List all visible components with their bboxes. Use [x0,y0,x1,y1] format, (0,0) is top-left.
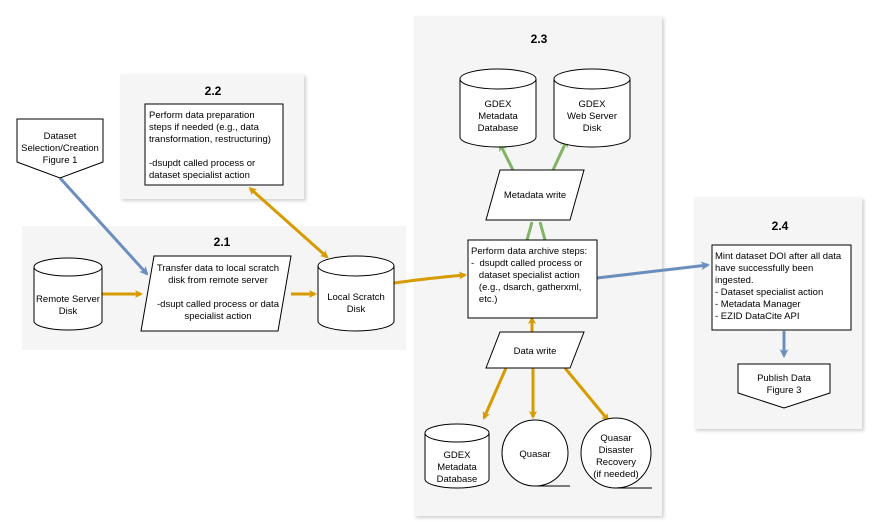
local-scratch-line-1: Local Scratch [327,292,385,303]
dataset-selection-line-1: Dataset [44,131,77,142]
edge-metawrite-to-gdex-web [551,138,569,171]
dataset-selection-line-2: Selection/Creation [21,143,99,154]
data-prep-line-6: dataset specialist action [149,170,250,181]
data-prep-line-2: steps if needed (e.g., data [149,122,260,133]
section-title-2-4: 2.4 [772,219,789,233]
archive-steps-line-5: etc.) [471,294,497,305]
section-title-2-1: 2.1 [214,235,231,249]
data-prep-line-5: -dsupdt called process or [149,158,255,169]
local-scratch-line-2: Disk [347,304,366,315]
dataset-selection-line-3: Figure 1 [43,155,78,166]
quasar-dr-line-3: Recovery [596,457,636,468]
section-title-2-2: 2.2 [205,84,222,98]
edge-datawrite-to-gdex-meta [482,367,508,420]
edge-archive-to-mint [596,261,710,280]
edge-archive-metadata-right [538,221,547,241]
archive-steps-line-3: dataset specialist action [471,270,580,281]
data-write-node: Data write [485,331,585,369]
gdex-meta-bottom-line-1: GDEX [444,450,472,461]
remote-server-disk-line-2: Disk [59,306,78,317]
quasar-dr-line-4: (if needed) [593,469,638,480]
local-scratch-disk-node: Local Scratch Disk [317,255,395,332]
gdex-web-line-3: Disk [583,123,602,134]
archive-steps-node: Perform data archive steps: - dsupdt cal… [467,239,598,319]
mint-doi-line-3: ingested. [715,275,754,286]
gdex-meta-top-line-2: Metadata [478,111,518,122]
data-write-label: Data write [514,346,557,357]
edge-dataset-to-transfer [58,176,149,276]
publish-data-node: Publish Data Figure 3 [737,363,831,409]
gdex-meta-top-line-3: Database [478,123,519,134]
gdex-metadata-db-bottom-node: GDEX Metadata Database [424,423,490,489]
transfer-node: Transfer data to local scratch disk from… [140,255,292,332]
mint-doi-line-1: Mint dataset DOI after all data [715,251,842,262]
gdex-web-line-1: GDEX [579,99,607,110]
edge-archive-metadata-left [525,221,534,241]
data-prep-line-1: Perform data preparation [149,110,255,121]
gdex-meta-top-line-1: GDEX [485,99,513,110]
quasar-label: Quasar [519,449,550,460]
transfer-line-2: disk from remote server [168,275,268,286]
dataset-selection-node: Dataset Selection/Creation Figure 1 [16,118,104,179]
archive-steps-line-1: Perform data archive steps: [471,246,587,257]
gdex-meta-bottom-line-3: Database [437,474,478,485]
metadata-write-label: Metadata write [504,190,566,201]
mint-doi-line-5: - Metadata Manager [715,299,801,310]
metadata-write-node: Metadata write [485,169,585,221]
archive-steps-line-2: - dsupdt called process or [471,258,582,269]
publish-line-2: Figure 3 [767,385,802,396]
gdex-meta-bottom-line-2: Metadata [437,462,477,473]
mint-doi-node: Mint dataset DOI after all data have suc… [711,244,852,331]
transfer-line-1: Transfer data to local scratch [157,263,279,274]
remote-server-disk-node: Remote Server Disk [33,257,103,331]
section-title-2-3: 2.3 [531,32,548,46]
mint-doi-line-6: - EZID DataCite API [715,311,799,322]
mint-doi-line-4: - Dataset specialist action [715,287,823,298]
gdex-web-server-disk-node: GDEX Web Server Disk [553,68,631,148]
quasar-dr-line-1: Quasar [600,433,631,444]
data-prep-node: Perform data preparation steps if needed… [144,103,284,186]
publish-line-1: Publish Data [757,373,812,384]
quasar-dr-node: Quasar Disaster Recovery (if needed) [580,417,652,489]
quasar-node: Quasar [501,419,570,487]
edge-metawrite-to-gdex-meta [498,142,515,171]
archive-steps-line-4: (e.g., dsarch, gatherxml, [471,282,581,293]
edge-scratch-to-archive [393,271,467,285]
data-prep-line-3: transformation, restructuring) [149,134,271,145]
edge-prep-scratch [248,187,329,259]
edge-datawrite-to-quasar-dr [563,367,610,422]
quasar-dr-line-2: Disaster [599,445,634,456]
mint-doi-line-2: have successfully been [715,263,813,274]
transfer-line-5: specialist action [184,311,251,322]
gdex-metadata-db-top-node: GDEX Metadata Database [459,68,537,148]
remote-server-disk-line-1: Remote Server [36,294,100,305]
transfer-line-4: -dsupt called process or data [157,299,280,310]
gdex-web-line-2: Web Server [567,111,617,122]
